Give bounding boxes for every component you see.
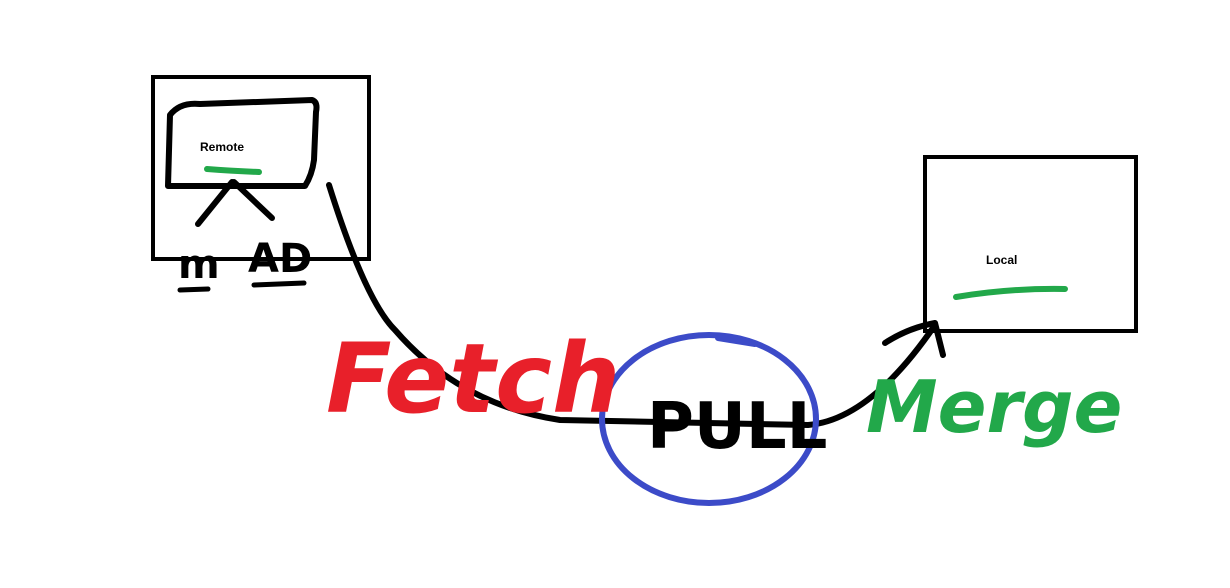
branch-left-label: m — [178, 242, 220, 288]
local-node: Local — [923, 155, 1138, 333]
remote-branch-lines — [195, 179, 275, 227]
fetch-label: Fetch — [326, 323, 620, 435]
local-underline — [953, 285, 1068, 300]
pull-label: PULL — [647, 390, 827, 464]
local-label: Local — [986, 253, 1017, 267]
branch-right-label: AD — [248, 236, 312, 282]
pull-group: PULL — [599, 332, 827, 506]
remote-inner-box — [165, 97, 320, 189]
remote-label: Remote — [200, 140, 244, 154]
pull-circle-knot — [715, 335, 758, 347]
local-box — [923, 155, 1138, 333]
flow-arrowhead — [882, 320, 946, 358]
remote-outer-box — [151, 75, 371, 261]
remote-node: Remote m AD — [151, 75, 371, 293]
remote-underline — [204, 166, 262, 175]
merge-label: Merge — [866, 365, 1122, 449]
branch-left-underline — [177, 286, 211, 293]
pull-circle — [599, 332, 819, 506]
branch-right-underline — [251, 280, 307, 288]
flow-curve — [326, 182, 938, 428]
